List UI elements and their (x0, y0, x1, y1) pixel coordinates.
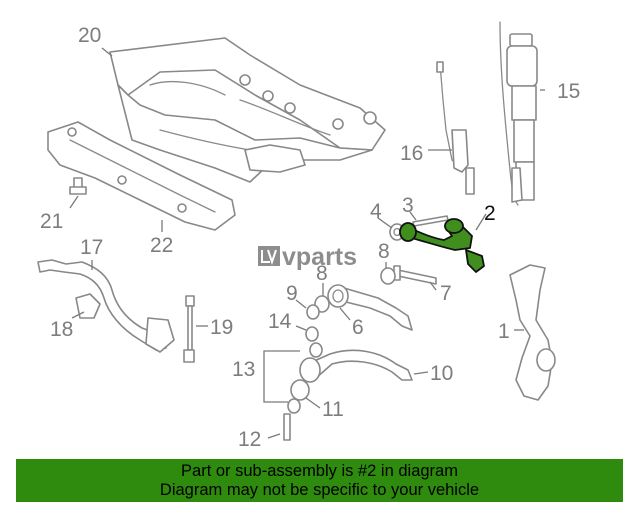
callout-20: 20 (78, 24, 101, 47)
info-banner: Part or sub-assembly is #2 in diagram Di… (16, 459, 623, 502)
stabilizer-bar-part-17 (37, 259, 175, 353)
banner-line-2: Diagram may not be specific to your vehi… (159, 481, 480, 499)
callout-6: 6 (352, 316, 364, 339)
air-strut-part-15 (499, 21, 538, 206)
callout-19: 19 (210, 316, 233, 339)
callout-9: 9 (286, 282, 298, 305)
callout-10: 10 (430, 362, 453, 385)
bolt-part-12 (283, 413, 291, 441)
callout-1: 1 (498, 320, 510, 343)
sensor-wire-part-16 (436, 61, 475, 195)
callout-21: 21 (40, 210, 63, 233)
vparts-watermark: vparts (258, 243, 357, 271)
lv-logo-icon (258, 246, 280, 266)
nut-part-14 (305, 326, 319, 342)
callout-17: 17 (80, 236, 103, 259)
callout-3: 3 (402, 194, 414, 217)
callout-8-upper: 8 (378, 240, 390, 263)
callout-numbers: 20 21 22 15 16 17 18 19 4 3 2 8 8 7 9 6 … (40, 24, 580, 451)
nut-part-13 (309, 342, 323, 358)
bolt-part-3 (412, 215, 449, 227)
callout-2-highlighted: 2 (484, 202, 496, 225)
callout-11: 11 (322, 398, 344, 421)
callout-13: 13 (232, 358, 255, 381)
nut-part-9 (306, 304, 320, 320)
stabilizer-link-part-19 (183, 295, 195, 363)
callout-7: 7 (440, 282, 452, 305)
callout-16: 16 (400, 142, 423, 165)
bushing-part-6 (327, 284, 349, 308)
banner-line-1: Part or sub-assembly is #2 in diagram (181, 462, 458, 480)
callout-8-lower: 8 (316, 262, 328, 285)
washer-part-8b (380, 267, 396, 285)
callout-leaders (69, 47, 545, 439)
watermark-brand: vparts (282, 243, 357, 271)
callout-22: 22 (150, 234, 173, 257)
subframe-part-20 (109, 37, 386, 183)
bushing-part-11 (287, 379, 310, 414)
callout-14: 14 (268, 310, 292, 333)
rear-lower-arm-part-5 (343, 287, 413, 331)
bolt-part-7 (393, 265, 437, 285)
steering-knuckle-part-1 (509, 264, 556, 401)
callout-12: 12 (238, 428, 261, 451)
callout-18: 18 (50, 318, 73, 341)
callout-4: 4 (370, 200, 382, 223)
crossmember-part-22 (47, 121, 236, 231)
lower-arm-part-10 (299, 349, 413, 383)
callout-15: 15 (557, 80, 580, 103)
upper-control-arm-part-2 (399, 218, 485, 273)
bolt-part-21 (69, 177, 87, 195)
